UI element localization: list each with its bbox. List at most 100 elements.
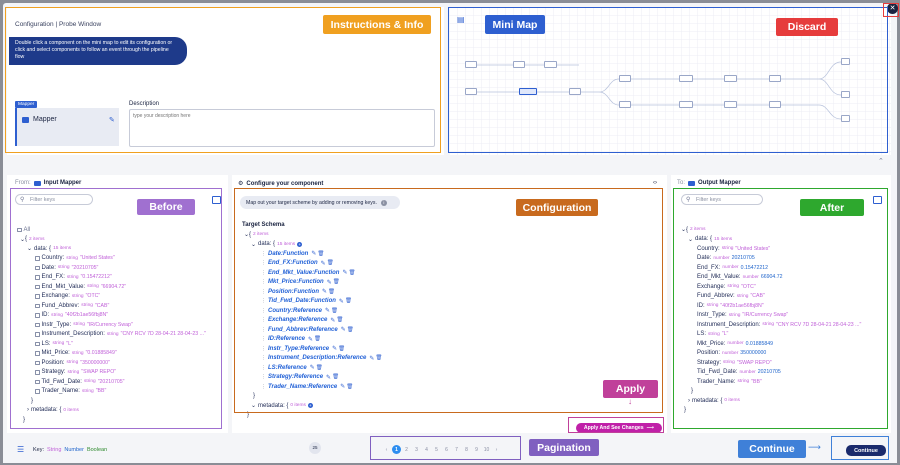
drag-handle-icon[interactable]: ⋮ bbox=[261, 345, 266, 352]
input-field-row[interactable]: Tid_Fwd_Date :string"20210705" bbox=[35, 377, 206, 387]
field-checkbox[interactable] bbox=[35, 360, 40, 365]
trash-icon[interactable]: 🗑 bbox=[336, 317, 344, 324]
trash-icon[interactable]: 🗑 bbox=[344, 298, 352, 305]
map-node[interactable] bbox=[619, 101, 631, 108]
apply-and-see-changes-button[interactable]: Apply And See Changes ⟶ bbox=[576, 423, 662, 433]
schema-field-row[interactable]: ⋮End_Mkt_Value : Function✎🗑 bbox=[261, 269, 356, 277]
trash-icon[interactable]: 🗑 bbox=[326, 260, 334, 267]
map-node[interactable] bbox=[619, 75, 631, 82]
trash-icon[interactable]: 🗑 bbox=[317, 250, 325, 257]
map-node[interactable] bbox=[724, 101, 737, 108]
output-view-toggle-icon[interactable] bbox=[873, 196, 882, 204]
input-field-row[interactable]: Exchange :string"OTC" bbox=[35, 292, 206, 302]
map-node-selected[interactable] bbox=[519, 88, 537, 95]
map-node[interactable] bbox=[569, 88, 581, 95]
edit-icon[interactable]: ✎ bbox=[338, 298, 344, 305]
input-field-row[interactable]: Instr_Type :string"IR/Currency Swap" bbox=[35, 320, 206, 330]
field-checkbox[interactable] bbox=[35, 389, 40, 394]
field-checkbox[interactable] bbox=[35, 341, 40, 346]
schema-field-row[interactable]: ⋮Position : Function✎🗑 bbox=[261, 288, 336, 296]
field-checkbox[interactable] bbox=[35, 379, 40, 384]
field-checkbox[interactable] bbox=[35, 370, 40, 375]
edit-icon[interactable]: ✎ bbox=[342, 270, 348, 277]
edit-icon[interactable]: ✎ bbox=[340, 327, 346, 334]
trash-icon[interactable]: 🗑 bbox=[348, 269, 356, 276]
map-node[interactable] bbox=[841, 115, 850, 122]
schema-field-row[interactable]: ⋮Country : Reference✎🗑 bbox=[261, 307, 339, 315]
expand-chevron-icon[interactable]: › bbox=[27, 407, 29, 414]
input-field-row[interactable]: LS :string"L" bbox=[35, 339, 206, 349]
mapper-card[interactable]: Mapper ✎ bbox=[15, 108, 119, 146]
map-node[interactable] bbox=[544, 61, 557, 68]
close-button[interactable]: ✕ bbox=[887, 3, 898, 14]
drag-handle-icon[interactable]: ⋮ bbox=[261, 317, 266, 324]
edit-icon[interactable]: ✎ bbox=[320, 260, 326, 267]
add-key-icon[interactable]: + bbox=[297, 241, 303, 247]
drag-handle-icon[interactable]: ⋮ bbox=[261, 250, 266, 257]
next-page-chevron-icon[interactable]: › bbox=[495, 446, 498, 453]
page-button[interactable]: 2 bbox=[405, 446, 408, 453]
collapse-chevron-icon[interactable]: ⌄ bbox=[688, 236, 694, 243]
trash-icon[interactable]: 🗑 bbox=[346, 326, 354, 333]
drag-handle-icon[interactable]: ⋮ bbox=[261, 269, 266, 276]
drag-handle-icon[interactable]: ⋮ bbox=[261, 260, 266, 267]
collapse-chevron-icon[interactable]: ⌄ bbox=[27, 246, 33, 253]
drag-handle-icon[interactable]: ⋮ bbox=[261, 288, 266, 295]
description-input[interactable] bbox=[129, 109, 435, 147]
drag-handle-icon[interactable]: ⋮ bbox=[261, 298, 266, 305]
trash-icon[interactable]: 🗑 bbox=[332, 374, 340, 381]
field-checkbox[interactable] bbox=[35, 322, 40, 327]
drag-handle-icon[interactable]: ⋮ bbox=[261, 364, 266, 371]
schema-field-row[interactable]: ⋮End_FX : Function✎🗑 bbox=[261, 260, 334, 267]
input-field-row[interactable]: Fund_Abbrev :string"CAB" bbox=[35, 301, 206, 311]
collapse-chevron-icon[interactable]: ⌄ bbox=[20, 236, 26, 243]
map-node[interactable] bbox=[465, 61, 477, 68]
code-view-icon[interactable]: ‹› bbox=[653, 180, 657, 186]
collapse-chevron-icon[interactable]: ⌄ bbox=[244, 232, 250, 239]
page-button[interactable]: 7 bbox=[455, 446, 458, 453]
map-node[interactable] bbox=[679, 101, 693, 108]
trash-icon[interactable]: 🗑 bbox=[332, 279, 340, 286]
page-button-current[interactable]: 1 bbox=[392, 445, 401, 454]
page-button[interactable]: 3 bbox=[415, 446, 418, 453]
input-view-toggle-icon[interactable] bbox=[212, 196, 221, 204]
trash-icon[interactable]: 🗑 bbox=[314, 336, 322, 343]
field-checkbox[interactable] bbox=[35, 294, 40, 299]
trash-icon[interactable]: 🗑 bbox=[338, 345, 346, 352]
map-node[interactable] bbox=[724, 75, 737, 82]
field-checkbox[interactable] bbox=[35, 265, 40, 270]
field-checkbox[interactable] bbox=[35, 332, 40, 337]
page-button[interactable]: 10 bbox=[483, 446, 490, 453]
add-key-icon[interactable]: + bbox=[307, 403, 313, 409]
drag-handle-icon[interactable]: ⋮ bbox=[261, 374, 266, 381]
schema-field-row[interactable]: ⋮Tid_Fwd_Date : Function✎🗑 bbox=[261, 298, 352, 305]
schema-field-row[interactable]: ⋮ID : Reference✎🗑 bbox=[261, 336, 322, 343]
schema-field-row[interactable]: ⋮Trader_Name : Reference✎🗑 bbox=[261, 383, 354, 391]
field-checkbox[interactable] bbox=[35, 303, 40, 308]
schema-field-row[interactable]: ⋮Mkt_Price : Function✎🗑 bbox=[261, 279, 340, 286]
input-field-row[interactable]: End_Mkt_Value :string"66904.72" bbox=[35, 282, 206, 292]
collapse-chevron-icon[interactable]: ⌄ bbox=[251, 403, 257, 410]
edit-icon[interactable]: ✎ bbox=[332, 346, 338, 353]
edit-icon[interactable]: ✎ bbox=[322, 289, 328, 296]
input-field-row[interactable]: Position :string"350000000" bbox=[35, 358, 206, 368]
edit-icon[interactable]: ✎ bbox=[340, 384, 346, 391]
page-button[interactable]: 4 bbox=[425, 446, 428, 453]
collapse-chevron-icon[interactable]: ⌃ bbox=[878, 158, 884, 165]
edit-icon[interactable]: ✎ bbox=[369, 355, 375, 362]
field-checkbox[interactable] bbox=[35, 256, 40, 261]
page-button[interactable]: 9 bbox=[475, 446, 478, 453]
schema-field-row[interactable]: ⋮Fund_Abbrev : Reference✎🗑 bbox=[261, 326, 354, 334]
field-checkbox[interactable] bbox=[35, 313, 40, 318]
edit-icon[interactable]: ✎ bbox=[309, 365, 315, 372]
input-field-row[interactable]: Mkt_Price :string"0.01885849" bbox=[35, 349, 206, 359]
map-node[interactable] bbox=[769, 75, 781, 82]
input-field-row[interactable]: Instrument_Description :string"CNY RCV 7… bbox=[35, 330, 206, 340]
collapse-chevron-icon[interactable]: ⌄ bbox=[251, 241, 257, 248]
drag-handle-icon[interactable]: ⋮ bbox=[261, 336, 266, 343]
prev-page-chevron-icon[interactable]: ‹ bbox=[385, 446, 388, 453]
field-checkbox[interactable] bbox=[35, 275, 40, 280]
schema-field-row[interactable]: ⋮Instrument_Description : Reference✎🗑 bbox=[261, 355, 383, 362]
page-button[interactable]: 8 bbox=[465, 446, 468, 453]
map-node[interactable] bbox=[465, 88, 477, 95]
